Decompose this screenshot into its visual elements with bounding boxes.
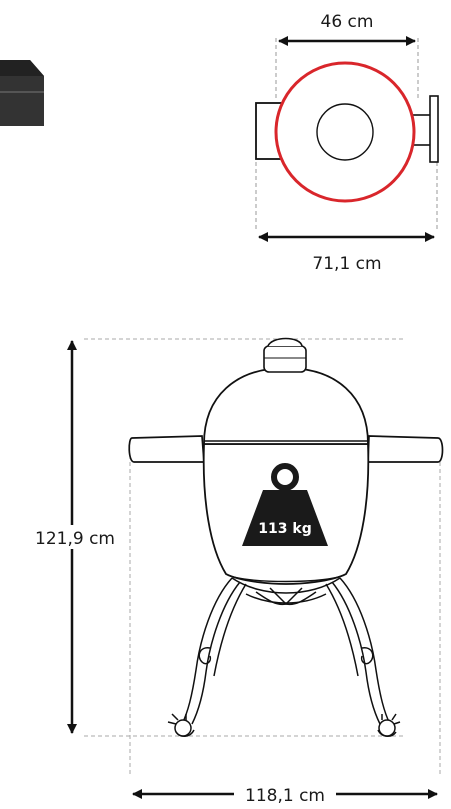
box-icon (0, 60, 44, 126)
right-side-table (367, 435, 444, 463)
height-label: 121,9 cm (35, 529, 115, 549)
grill-stand-legs (181, 577, 391, 725)
top-vent-circle (316, 103, 374, 161)
top-view: 46 cm 71,1 cm (255, 12, 439, 274)
right-side-table (429, 95, 439, 163)
weight-icon (242, 463, 328, 546)
right-caster-wheel (377, 713, 401, 737)
inner-width-label: 46 cm (321, 12, 374, 32)
grill-dome-lid (203, 367, 369, 445)
front-view: 121,9 cm 118,1 cm (25, 337, 444, 806)
left-caster-wheel (167, 713, 195, 737)
left-side-table (128, 435, 205, 463)
width-label: 118,1 cm (245, 786, 325, 806)
weight-label: 113 kg (258, 521, 311, 537)
top-vent (263, 337, 307, 373)
outer-width-label: 71,1 cm (312, 254, 381, 274)
